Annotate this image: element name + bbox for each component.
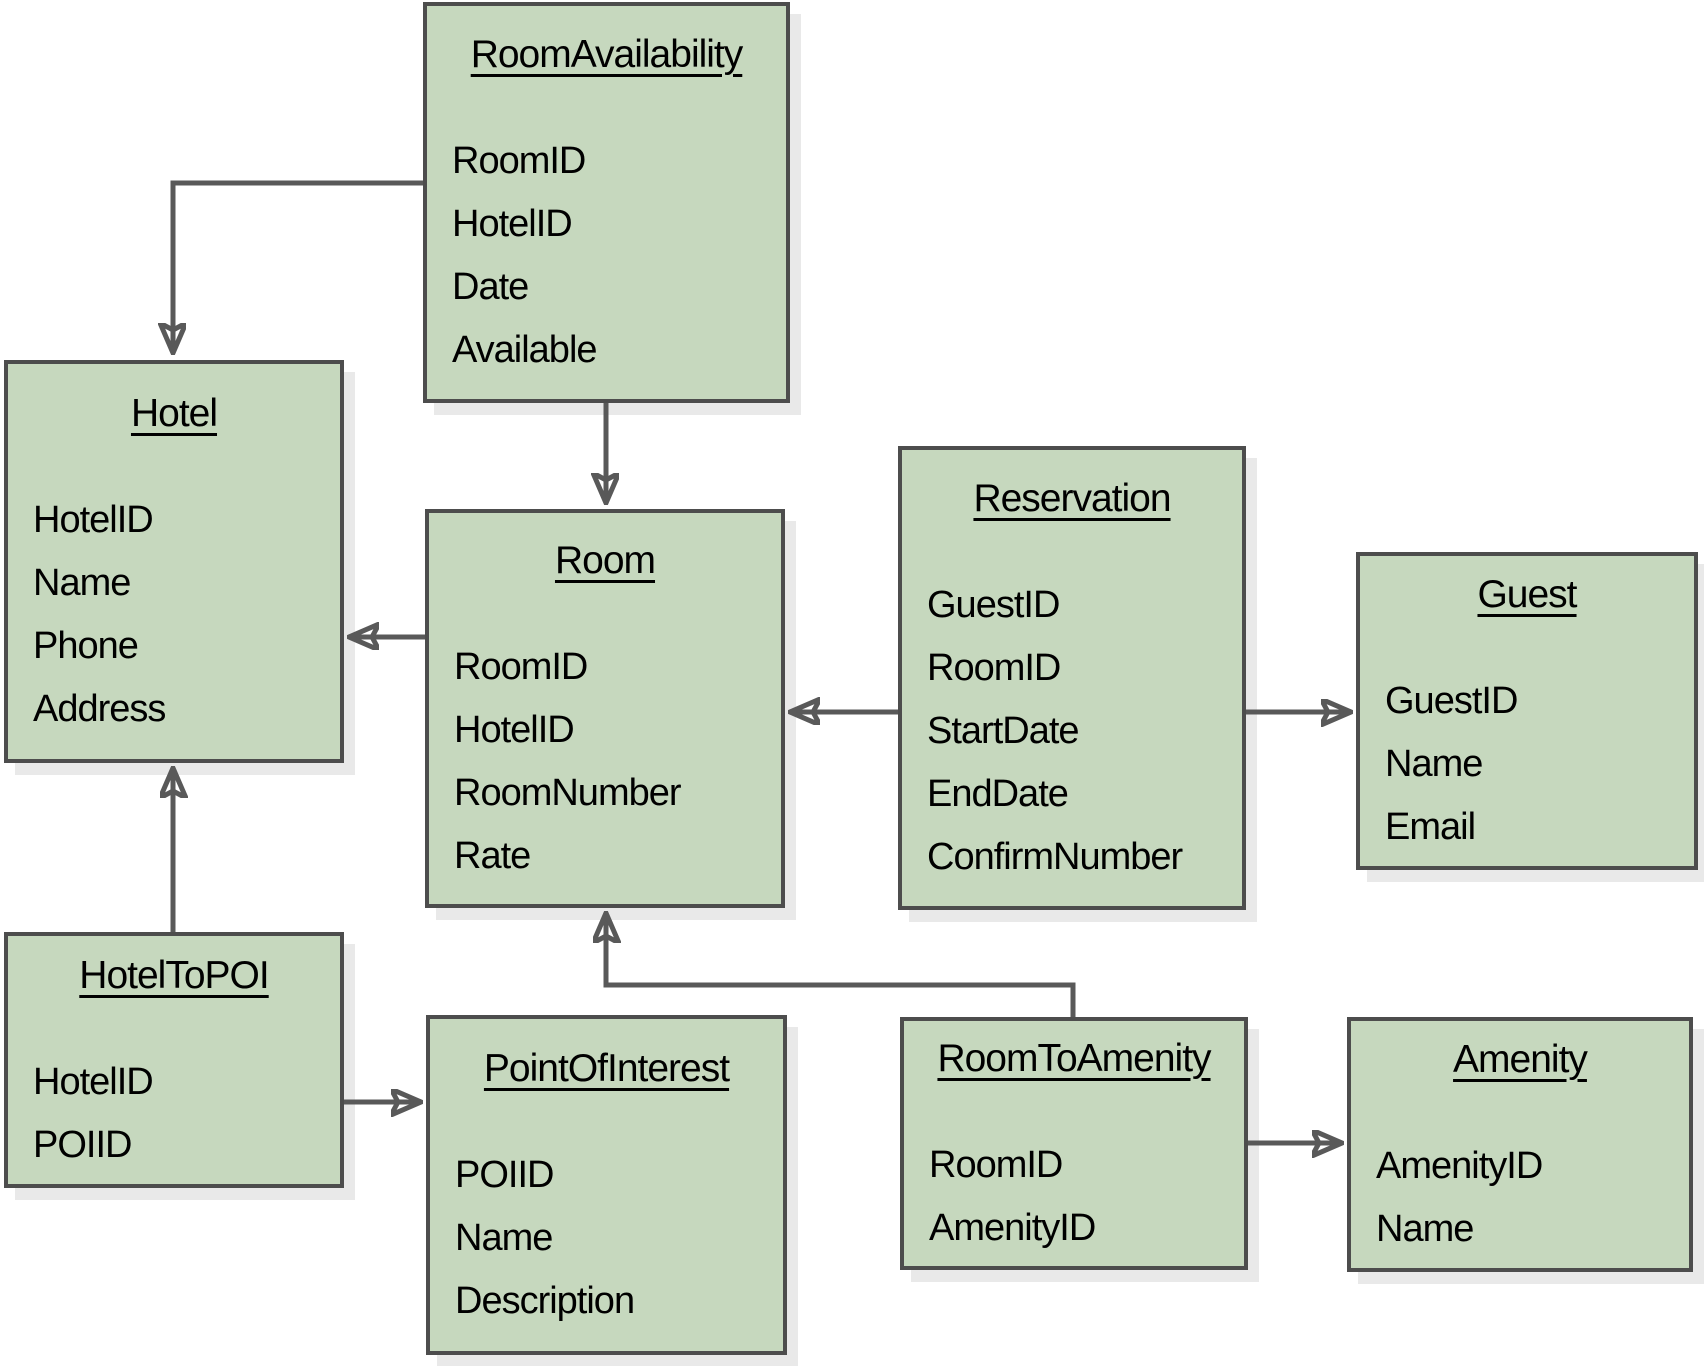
entity-title: Reservation [973,477,1171,520]
entity-title: RoomToAmenity [937,1037,1211,1080]
entity-room: Room RoomID HotelID RoomNumber Rate [425,509,785,908]
entity-field: Name [33,562,131,604]
entity-field: AmenityID [1376,1145,1543,1187]
entity-title: Hotel [130,392,218,435]
entity-field: Description [455,1280,635,1322]
connector-roomavailability-to-hotel [173,180,423,352]
entity-fields: RoomID HotelID Date Available [427,130,786,382]
entity-field: Name [455,1217,553,1259]
entity-room-to-amenity: RoomToAmenity RoomID AmenityID [900,1017,1248,1270]
entity-field: HotelID [452,203,573,245]
connector-roomtoamenity-to-room [606,914,1076,1017]
entity-point-of-interest: PointOfInterest POIID Name Description [426,1015,787,1355]
entity-field: EndDate [927,773,1069,815]
entity-field: POIID [455,1154,554,1196]
entity-guest: Guest GuestID Name Email [1356,552,1698,870]
entity-title: HotelToPOI [79,953,269,997]
entity-field: GuestID [1385,680,1518,722]
entity-fields: RoomID AmenityID [904,1134,1244,1260]
entity-field: Address [33,688,166,730]
entity-field: HotelID [33,1060,154,1103]
entity-field: Available [452,329,598,371]
entity-title: Guest [1477,573,1577,616]
entity-field: Phone [33,625,139,667]
entity-title: Room [554,539,656,582]
entity-room-availability: RoomAvailability RoomID HotelID Date Ava… [423,2,790,403]
entity-field: HotelID [33,499,154,541]
entity-field: HotelID [454,709,575,751]
entity-field: AmenityID [929,1207,1096,1249]
entity-fields: GuestID RoomID StartDate EndDate Confirm… [902,574,1242,889]
entity-field: Date [452,266,529,308]
entity-field: RoomID [927,647,1061,689]
entity-reservation: Reservation GuestID RoomID StartDate End… [898,446,1246,910]
entity-field: RoomID [454,646,588,688]
entity-field: Name [1376,1208,1474,1250]
entity-amenity: Amenity AmenityID Name [1347,1017,1693,1272]
entity-field: ConfirmNumber [927,836,1183,878]
entity-field: RoomID [452,140,586,182]
entity-fields: AmenityID Name [1351,1135,1689,1261]
entity-field: GuestID [927,584,1060,626]
entity-field: RoomNumber [454,772,682,814]
entity-fields: HotelID POIID [8,1051,340,1177]
entity-field: StartDate [927,710,1080,752]
entity-field: POIID [33,1123,132,1166]
entity-field: Name [1385,743,1483,785]
entity-title: PointOfInterest [483,1047,730,1090]
entity-fields: RoomID HotelID RoomNumber Rate [429,636,781,888]
entity-field: RoomID [929,1144,1063,1186]
entity-hotel: Hotel HotelID Name Phone Address [4,360,344,763]
entity-title: RoomAvailability [470,33,744,76]
entity-field: Email [1385,806,1476,848]
entity-field: Rate [454,835,531,877]
entity-title: Amenity [1453,1038,1588,1081]
entity-fields: HotelID Name Phone Address [8,489,340,741]
entity-fields: GuestID Name Email [1360,670,1694,859]
entity-fields: POIID Name Description [430,1144,783,1333]
entity-hotel-to-poi: HotelToPOI HotelID POIID [4,932,344,1188]
